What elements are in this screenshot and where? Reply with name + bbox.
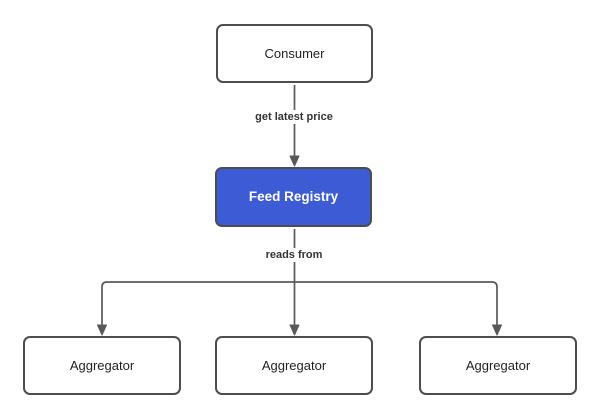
node-aggregator-right-label: Aggregator xyxy=(465,357,531,373)
node-consumer-label: Consumer xyxy=(264,45,325,61)
arrowhead-registry-icon xyxy=(289,155,300,167)
arrowhead-aggregator-middle-icon xyxy=(289,324,300,336)
node-aggregator-middle: Aggregator xyxy=(215,336,373,395)
node-aggregator-right: Aggregator xyxy=(419,336,577,395)
arrowhead-aggregator-right-icon xyxy=(492,324,502,336)
node-aggregator-middle-label: Aggregator xyxy=(261,357,327,373)
node-aggregator-left-label: Aggregator xyxy=(69,357,135,373)
edge-label-reads-from: reads from xyxy=(262,248,326,262)
node-aggregator-left: Aggregator xyxy=(23,336,181,395)
node-feed-registry-label: Feed Registry xyxy=(248,188,339,204)
node-consumer: Consumer xyxy=(216,24,373,83)
edge-label-get-latest-price: get latest price xyxy=(252,110,336,124)
edge-registry-to-aggregator-left xyxy=(101,281,295,325)
edge-registry-to-aggregator-right xyxy=(294,281,498,325)
arrowhead-aggregator-left-icon xyxy=(97,324,107,336)
node-feed-registry: Feed Registry xyxy=(215,167,372,227)
